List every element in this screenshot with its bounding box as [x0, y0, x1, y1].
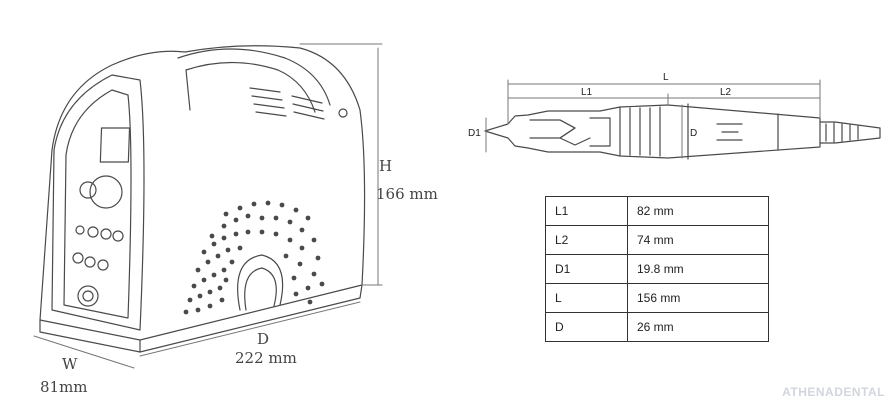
table-row: L 156 mm — [545, 283, 769, 313]
unit-dimension-lines — [33, 43, 383, 369]
table-row: D1 19.8 mm — [545, 254, 769, 284]
spec-value: 74 mm — [627, 225, 769, 255]
handpiece-drawing — [484, 103, 881, 160]
spec-value: 19.8 mm — [627, 254, 769, 284]
height-value: 166 mm — [376, 185, 438, 203]
table-row: D 26 mm — [545, 312, 769, 342]
table-row: L1 82 mm — [545, 196, 769, 226]
spec-value: 156 mm — [627, 283, 769, 313]
width-value: 81mm — [40, 378, 88, 396]
side-vent-dots — [183, 200, 325, 315]
handpiece-l2-label: L2 — [720, 87, 732, 98]
brand-watermark: ATHENADENTAL — [782, 385, 885, 399]
handpiece-dimension-lines — [485, 79, 821, 159]
width-letter: W — [62, 355, 78, 373]
handpiece-d1-label: D1 — [468, 128, 481, 139]
spec-key: L1 — [545, 196, 628, 226]
spec-value: 82 mm — [627, 196, 769, 226]
spec-key: L2 — [545, 225, 628, 255]
spec-key: D — [545, 312, 628, 342]
spec-value: 26 mm — [627, 312, 769, 342]
spec-key: L — [545, 283, 628, 313]
handpiece-d-label: D — [690, 128, 698, 139]
table-row: L2 74 mm — [545, 225, 769, 255]
handpiece-length-label: L — [663, 72, 669, 83]
depth-letter: D — [257, 330, 270, 348]
depth-value: 222 mm — [235, 349, 297, 367]
handpiece-l1-label: L1 — [581, 87, 593, 98]
control-unit-drawing — [39, 45, 366, 353]
spec-key: D1 — [545, 254, 628, 284]
specs-table: L1 82 mm L2 74 mm D1 19.8 mm L 156 mm D … — [545, 196, 769, 342]
height-letter: H — [379, 157, 393, 175]
